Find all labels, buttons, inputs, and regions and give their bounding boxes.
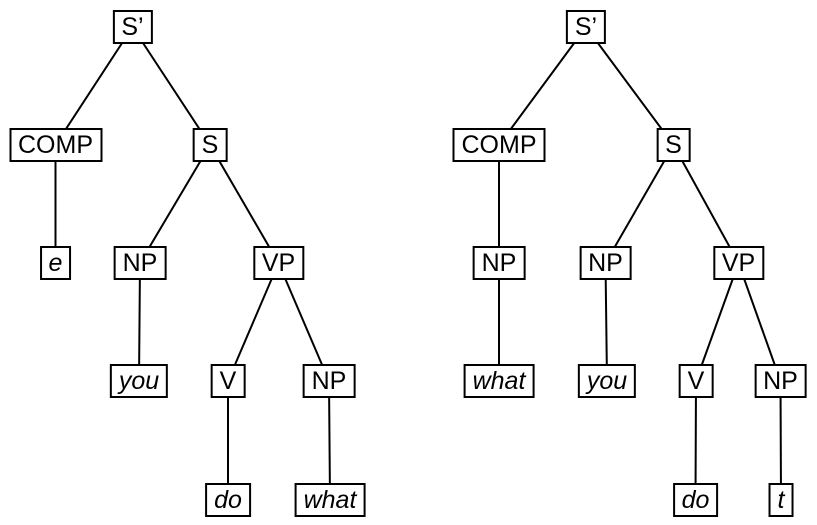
right-tree-terminal-you: you [577, 364, 637, 398]
left-tree-terminal-e: e [39, 246, 72, 280]
left-tree-node-s-bar: S’ [112, 10, 153, 44]
right-tree-node-s: S [656, 128, 691, 162]
tree-edge [209, 144, 280, 264]
tree-edge [694, 380, 697, 501]
tree-edge [138, 262, 141, 382]
tree-edge [737, 262, 782, 382]
left-tree-terminal-what: what [294, 483, 366, 517]
left-tree-node-s: S [192, 128, 228, 162]
tree-edge [277, 262, 330, 382]
tree-edge [779, 380, 782, 501]
right-tree-node-s-bar: S’ [565, 10, 607, 44]
right-tree-node-comp: COMP [452, 128, 546, 162]
right-tree-node-vp: VP [712, 246, 765, 280]
tree-edge [139, 144, 211, 264]
left-tree-node-np-subject: NP [113, 246, 167, 280]
tree-edge [585, 26, 675, 146]
right-tree-terminal-t: t [768, 483, 794, 517]
tree-edge [604, 262, 608, 382]
left-tree-terminal-do: do [205, 483, 251, 517]
right-tree-node-v: V [678, 364, 714, 398]
left-tree-node-np-object: NP [302, 364, 356, 398]
tree-edge [328, 380, 331, 501]
left-tree-node-vp: VP [252, 246, 305, 280]
tree-edge [498, 26, 587, 146]
left-tree-node-comp: COMP [9, 128, 102, 162]
tree-edge [131, 26, 211, 146]
left-tree-node-v: V [210, 364, 246, 398]
left-tree-terminal-you: you [109, 364, 169, 398]
tree-edge [54, 26, 134, 146]
tree-edge [604, 144, 675, 264]
right-tree-terminal-do: do [672, 483, 719, 517]
right-tree-node-np-subject: NP [579, 246, 632, 280]
tree-edge [672, 144, 740, 264]
tree-edge [695, 262, 740, 382]
right-tree-node-np-comp: NP [472, 246, 526, 280]
right-tree-terminal-what: what [463, 364, 535, 398]
tree-edge [227, 262, 280, 382]
right-tree-node-np-object: NP [754, 364, 807, 398]
